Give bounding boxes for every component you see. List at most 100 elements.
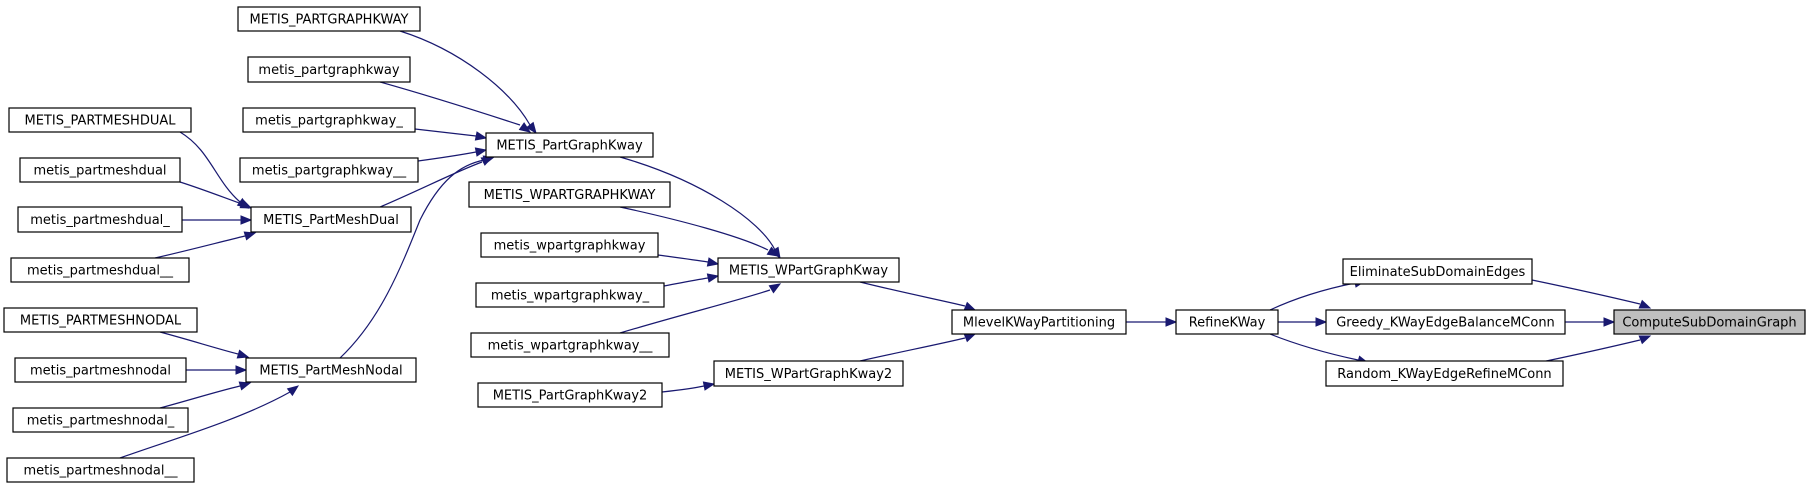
node-label: METIS_PARTMESHDUAL [24,114,176,129]
node-label: metis_partmeshdual_ [30,213,170,228]
edge-partmeshnodal_u1-to-METIS_PartMeshNodal [159,385,241,409]
node-box[interactable] [951,309,1127,335]
node-partgraphkway-u1[interactable]: metis_partgraphkway_ [242,107,416,133]
node-partmeshdual-lc[interactable]: metis_partmeshdual [19,157,181,183]
node-box[interactable] [237,6,421,32]
node-box[interactable] [19,157,181,183]
node-computesubdomaingraph[interactable]: ComputeSubDomainGraph [1613,309,1806,335]
node-partgraphkway-up[interactable]: METIS_PARTGRAPHKWAY [237,6,421,32]
arrowhead [706,257,720,267]
edge-EliminateSubDomainEdges-to-ComputeSubDomainGraph [1531,279,1641,305]
node-box[interactable] [17,206,183,233]
node-box[interactable] [239,157,419,183]
node-box[interactable] [247,56,411,83]
node-box[interactable] [6,457,195,483]
node-label: metis_partmeshnodal [30,364,171,379]
edge-partmeshnodal_u2-to-METIS_PartMeshNodal [119,391,291,459]
node-box[interactable] [468,181,671,208]
node-label: metis_wpartgraphkway__ [488,339,653,354]
edge-wpartgraphkway_u2-to-METIS_WPartGraphKway [619,289,771,334]
arrowhead [239,199,253,209]
arrowhead [235,365,248,375]
node-partmeshnodal-u1[interactable]: metis_partmeshnodal_ [12,407,189,433]
node-box[interactable] [242,107,416,133]
arrowhead [768,283,782,294]
node-box[interactable] [1175,309,1279,335]
node-partmeshnodal-lc[interactable]: metis_partmeshnodal [14,357,187,383]
node-random[interactable]: Random_KWayEdgeRefineMConn [1325,360,1564,387]
node-box[interactable] [717,257,900,283]
edge-wpartgraphkway_up-to-METIS_WPartGraphKway [619,206,769,251]
node-partmeshdual-u2[interactable]: metis_partmeshdual__ [10,257,190,283]
node-label: METIS_PARTMESHNODAL [20,314,182,329]
edge-Random-to-ComputeSubDomainGraph [1531,339,1641,365]
node-label: metis_partgraphkway [258,63,399,78]
node-wpartgraphkway-u2[interactable]: metis_wpartgraphkway__ [470,332,670,358]
node-label: metis_partmeshdual [33,164,166,179]
node-label: METIS_PartGraphKway [496,139,643,154]
node-box[interactable] [1342,258,1533,285]
node-mlevelkwaypartitioning[interactable]: MlevelKWayPartitioning [951,309,1127,335]
arrowhead [1603,317,1616,327]
node-box[interactable] [245,357,417,383]
node-label: METIS_WPartGraphKway [729,264,888,279]
node-label: metis_wpartgraphkway [494,239,646,254]
arrowhead [1315,317,1328,327]
node-box[interactable] [475,282,665,308]
node-box[interactable] [1325,309,1566,335]
node-metis-wpartgraphkway[interactable]: METIS_WPartGraphKway [717,257,900,283]
node-wpartgraphkway-lc[interactable]: metis_wpartgraphkway [480,232,659,258]
node-metis-partmeshnodal[interactable]: METIS_PartMeshNodal [245,357,417,383]
node-partgraphkway-lc[interactable]: metis_partgraphkway [247,56,411,83]
node-box[interactable] [713,360,904,387]
node-partmeshdual-up[interactable]: METIS_PARTMESHDUAL [8,107,192,133]
arrowhead [1638,335,1652,345]
arrowhead [525,121,537,135]
node-partmeshnodal-u2[interactable]: metis_partmeshnodal__ [6,457,195,483]
edge-PartGraphKway2-to-METIS_WPartGraphKway2 [661,385,705,393]
edge-partgraphkway_lc-to-METIS_PartGraphKway [379,81,521,126]
edge-METIS_PartMeshDual-to-METIS_PartGraphKway [379,161,483,208]
node-box[interactable] [14,357,187,383]
arrowhead [518,122,532,133]
node-refinekway[interactable]: RefineKWay [1175,309,1279,335]
node-box[interactable] [12,407,189,433]
node-label: METIS_PartGraphKway2 [493,389,648,404]
node-box[interactable] [10,257,190,283]
node-label: METIS_PARTGRAPHKWAY [249,13,408,28]
node-label: METIS_PartMeshDual [263,213,399,228]
node-partgraphkway2[interactable]: METIS_PartGraphKway2 [477,382,663,408]
node-wpartgraphkway-u1[interactable]: metis_wpartgraphkway_ [475,282,665,308]
node-metis-wpartgraphkway2[interactable]: METIS_WPartGraphKway2 [713,360,904,387]
node-metis-partgraphkway[interactable]: METIS_PartGraphKway [485,132,654,158]
node-box[interactable] [470,332,670,358]
edge-METIS_PartGraphKway-to-METIS_WPartGraphKway [619,156,776,251]
node-box[interactable] [3,307,198,333]
arrowhead [474,147,488,157]
node-partmeshdual-u1[interactable]: metis_partmeshdual_ [17,206,183,233]
node-label: METIS_PartMeshNodal [259,364,402,379]
node-label: metis_partmeshnodal_ [27,414,175,429]
node-label: metis_partgraphkway_ [255,114,403,129]
node-box[interactable] [8,107,192,133]
arrowhead [236,349,250,359]
node-box[interactable] [477,382,663,408]
node-wpartgraphkway-up[interactable]: METIS_WPARTGRAPHKWAY [468,181,671,208]
node-box[interactable] [1613,309,1806,335]
arrowhead [1638,299,1652,309]
node-greedy[interactable]: Greedy_KWayEdgeBalanceMConn [1325,309,1566,335]
node-metis-partmeshdual[interactable]: METIS_PartMeshDual [250,206,412,233]
node-box[interactable] [480,232,659,258]
arrowhead [963,333,977,343]
node-partmeshnodal-up[interactable]: METIS_PARTMESHNODAL [3,307,198,333]
edge-RefineKWay-to-Random [1269,333,1359,361]
node-label: ComputeSubDomainGraph [1622,316,1796,331]
node-box[interactable] [1325,360,1564,387]
node-label: metis_partgraphkway__ [252,164,407,179]
node-partgraphkway-u2[interactable]: metis_partgraphkway__ [239,157,419,183]
node-eliminatesubdomainedges[interactable]: EliminateSubDomainEdges [1342,258,1533,285]
node-box[interactable] [485,132,654,158]
edge-RefineKWay-to-EliminateSubDomainEdges [1269,282,1356,311]
node-box[interactable] [250,206,412,233]
